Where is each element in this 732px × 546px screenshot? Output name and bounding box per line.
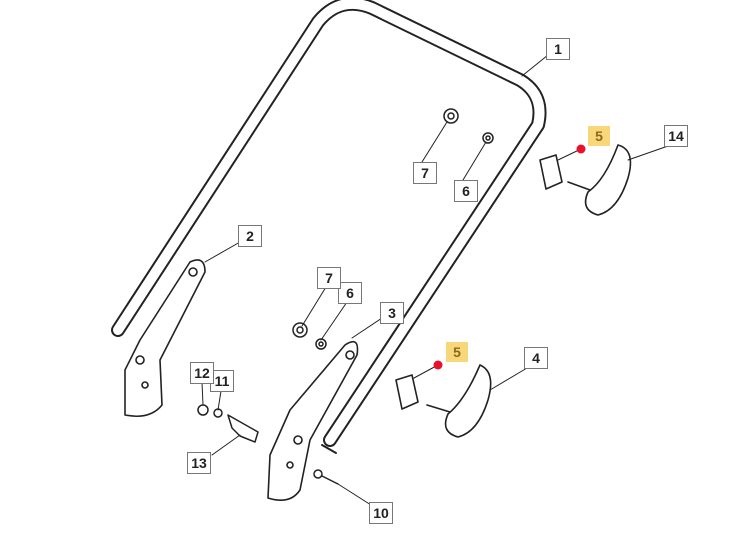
washer-part[interactable]	[482, 132, 494, 144]
callout-4[interactable]: 4	[524, 347, 548, 369]
nut-part[interactable]	[443, 108, 459, 124]
marker-dot	[576, 144, 586, 154]
nut-part[interactable]	[292, 322, 308, 338]
callout-11[interactable]: 11	[210, 370, 234, 392]
clamp-block-part[interactable]	[395, 374, 419, 410]
marker-dot	[433, 360, 443, 370]
lever-part[interactable]	[227, 414, 259, 443]
callout-12[interactable]: 12	[190, 362, 214, 384]
knob-part[interactable]	[426, 364, 492, 438]
callout-6[interactable]: 6	[338, 282, 362, 304]
knob-part[interactable]	[567, 144, 632, 216]
washer-part[interactable]	[315, 338, 327, 350]
callout-1[interactable]: 1	[546, 38, 570, 60]
callout-2[interactable]: 2	[238, 225, 262, 247]
clamp-block-part[interactable]	[539, 154, 563, 190]
callout-13[interactable]: 13	[187, 452, 211, 474]
callout-5-highlighted[interactable]: 5	[446, 342, 468, 362]
callout-6[interactable]: 6	[454, 180, 478, 202]
callout-7[interactable]: 7	[317, 267, 341, 289]
left-bracket-part[interactable]	[124, 259, 206, 418]
right-bracket-part[interactable]	[267, 340, 359, 501]
callout-14[interactable]: 14	[664, 125, 688, 147]
callout-10[interactable]: 10	[369, 502, 393, 524]
upper-handle-part[interactable]	[111, 0, 547, 454]
callout-7[interactable]: 7	[413, 162, 437, 184]
nut-part[interactable]	[197, 404, 209, 416]
callout-3[interactable]: 3	[380, 302, 404, 324]
bolt-part[interactable]	[313, 469, 339, 485]
callout-5-highlighted[interactable]: 5	[588, 126, 610, 146]
